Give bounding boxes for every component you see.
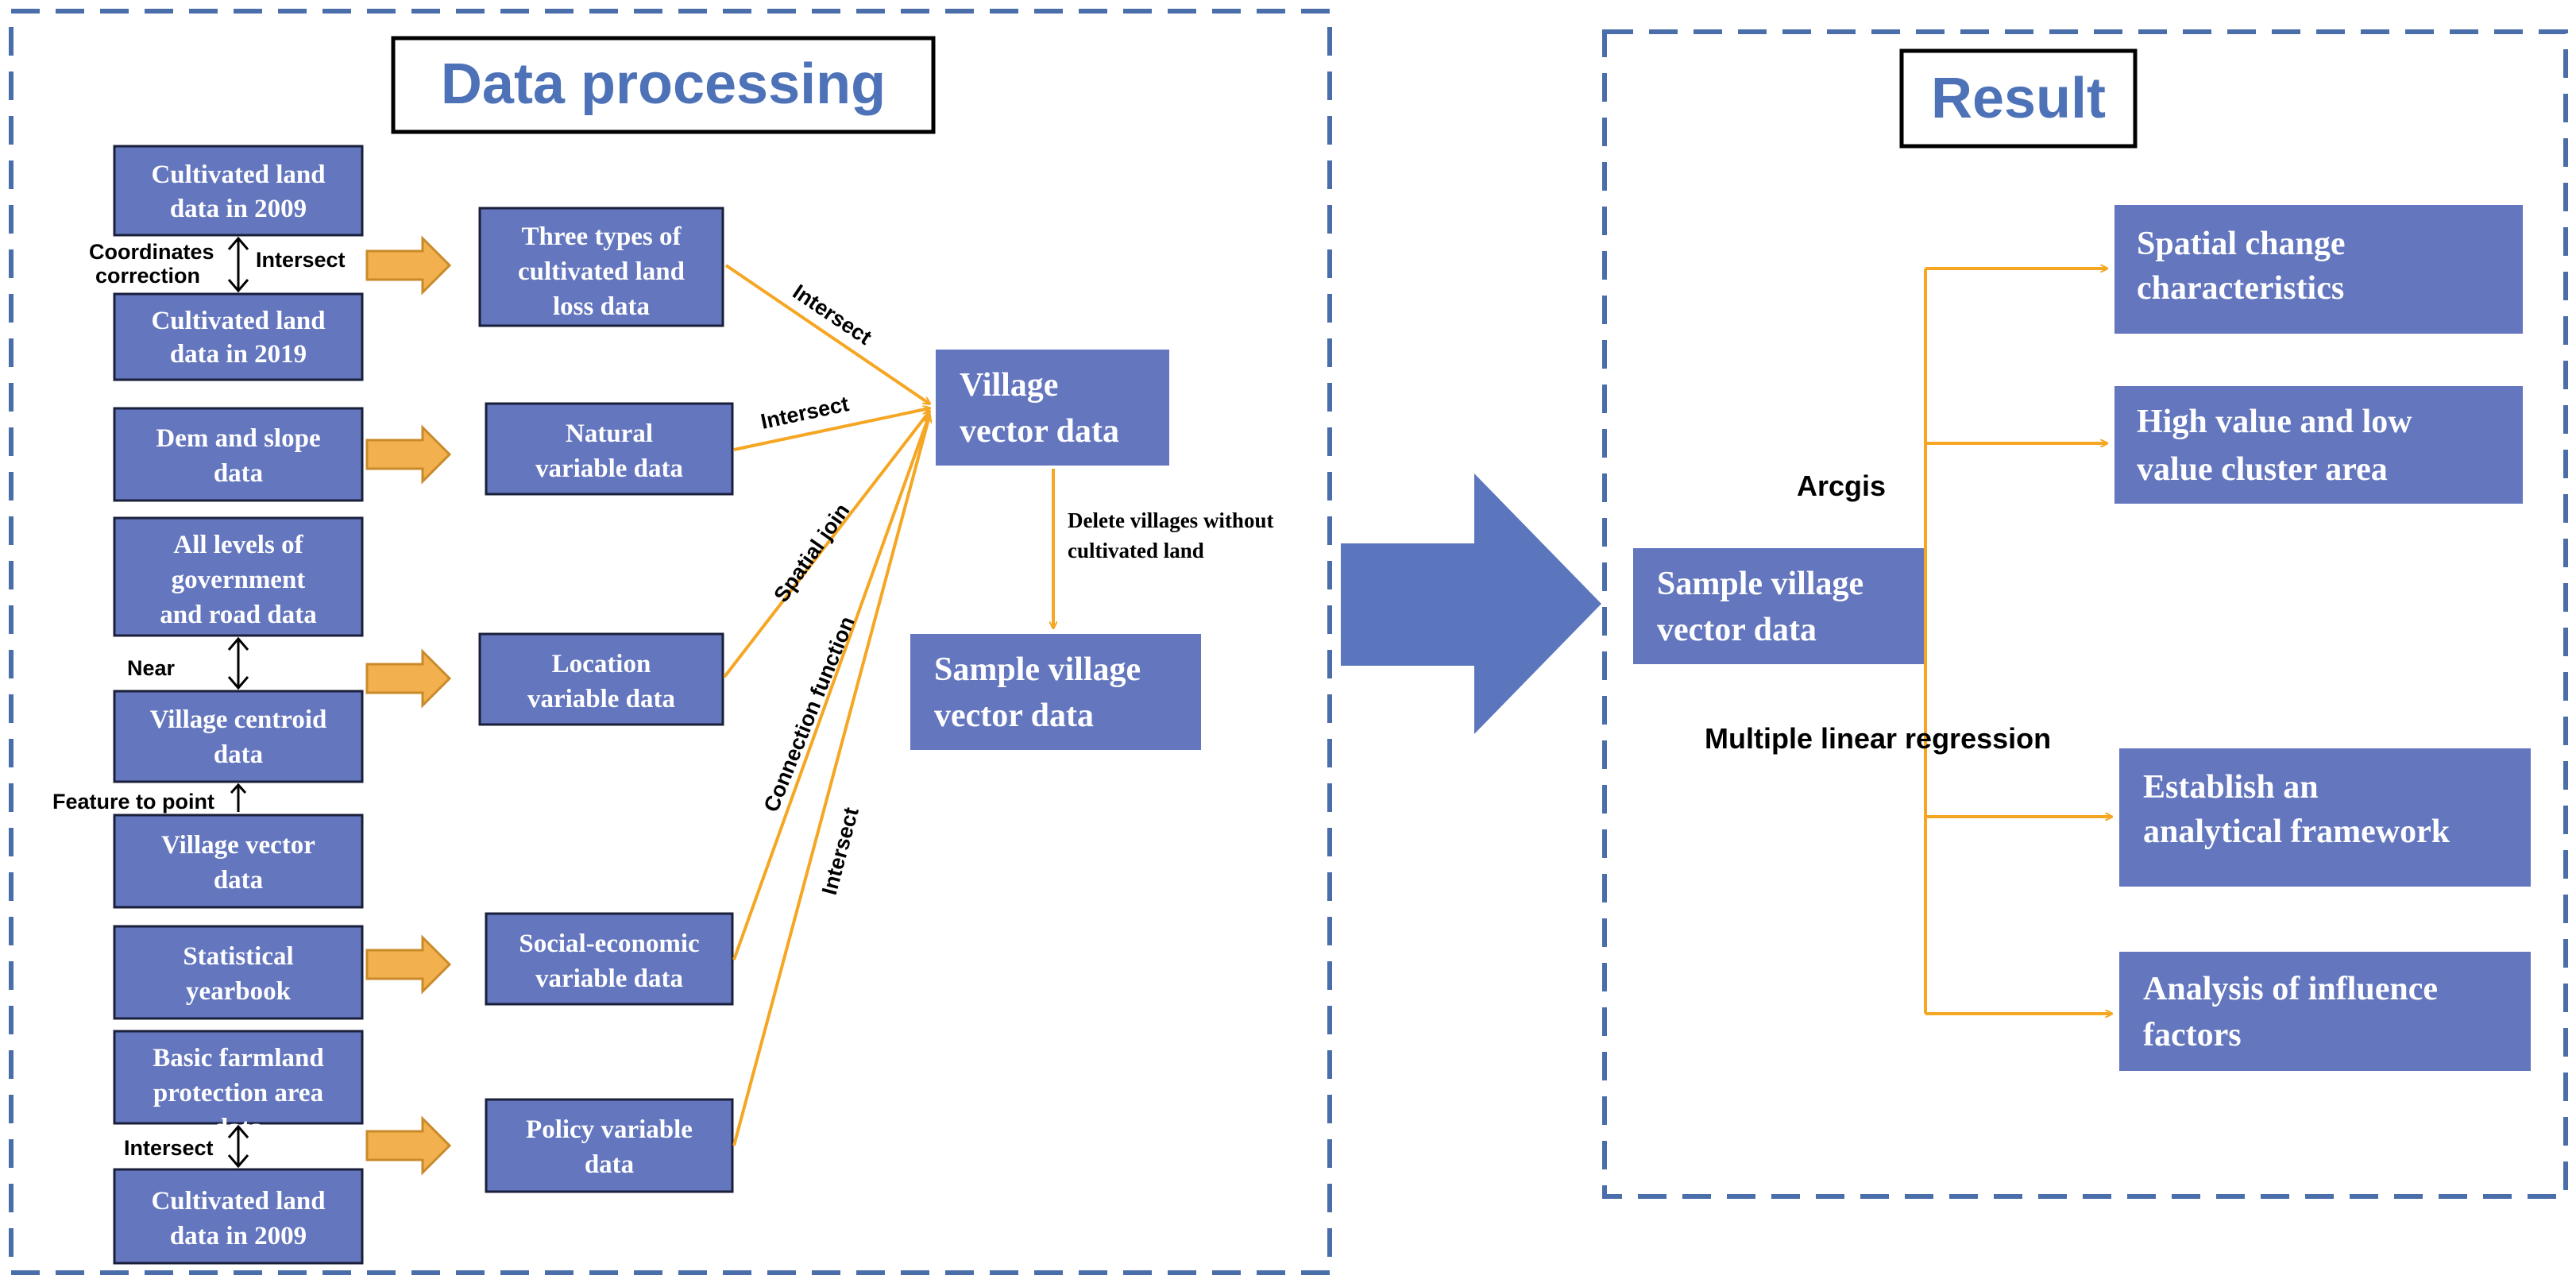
edge-natural-to-village (733, 408, 929, 451)
result-title: Result (1931, 67, 2106, 130)
label-feature-to-point: Feature to point (52, 790, 214, 814)
data-processing-title: Data processing (441, 52, 886, 116)
double-arrow-coordinates (227, 236, 249, 293)
label-delete-villages: Delete villages without (1068, 508, 1273, 532)
edge-label-spatial-join: Spatial join (769, 499, 854, 606)
edge-policy-to-village (732, 416, 929, 1146)
block-arrow-location (365, 648, 452, 709)
edge-loss-to-village (724, 264, 929, 404)
label-arcgis: Arcgis (1797, 470, 1886, 502)
branch-connectors (1924, 269, 2111, 1014)
double-arrow-feature-to-point (230, 783, 247, 812)
result-title-box (1899, 48, 2138, 149)
edge-socio-to-village (732, 415, 929, 960)
edge-label-connection-function: Connection function (759, 613, 859, 816)
block-arrow-policy (365, 1115, 452, 1176)
block-arrow-natural (365, 424, 452, 485)
block-arrow-loss (365, 235, 452, 296)
double-arrow-intersect-bottom (227, 1124, 249, 1169)
label-correction: correction (95, 264, 200, 288)
edge-location-to-village (723, 412, 929, 678)
big-transition-arrow (1341, 473, 1601, 734)
label-coordinates: Coordinates (89, 240, 214, 264)
result-frame (1602, 29, 2568, 1199)
label-cultivated-land: cultivated land (1068, 539, 1204, 562)
label-near: Near (127, 656, 176, 680)
block-arrow-socio (365, 934, 452, 995)
data-processing-title-box (391, 36, 936, 134)
label-multiple-linear-regression: Multiple linear regression (1705, 722, 2051, 755)
edge-label-intersect-3: Intersect (817, 805, 863, 897)
label-intersect-top: Intersect (256, 248, 346, 272)
double-arrow-near (227, 636, 249, 690)
label-intersect-bottom: Intersect (124, 1136, 214, 1160)
